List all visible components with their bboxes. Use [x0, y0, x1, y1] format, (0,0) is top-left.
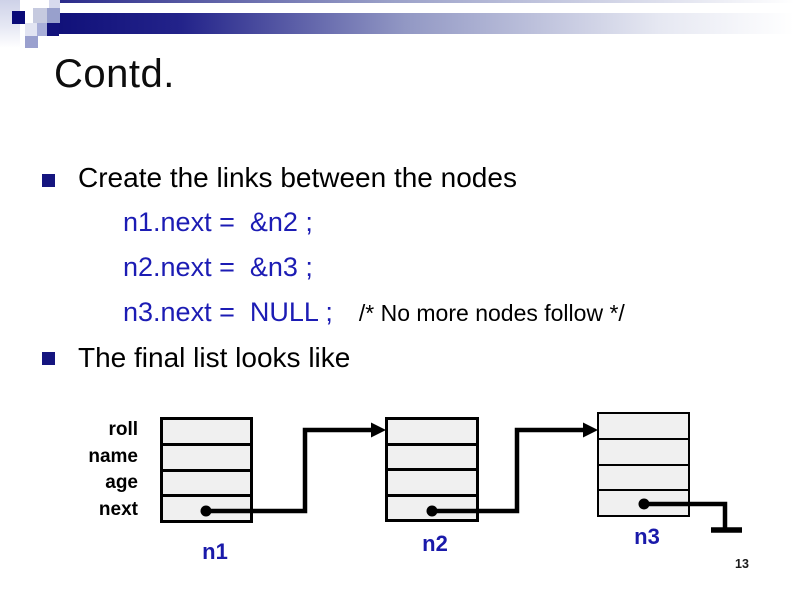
decor-left-strip [0, 0, 20, 48]
node-row [388, 445, 476, 471]
code-line-3-statement: n3.next = NULL ; [123, 297, 333, 327]
node-row [388, 420, 476, 446]
decor-square [25, 36, 38, 48]
code-comment: /* No more nodes follow */ [358, 300, 625, 326]
code-line-1: n1.next = &n2 ; [123, 207, 313, 237]
node-row [388, 496, 476, 519]
field-label-next: next [98, 498, 138, 520]
page-title: Contd. [54, 52, 175, 96]
node-label-n2: n2 [422, 531, 448, 556]
code-line-3: n3.next = NULL ; /* No more nodes follow … [123, 297, 625, 328]
node-row [163, 497, 250, 520]
bullet-text-2: The final list looks like [78, 342, 351, 373]
decor-square [49, 0, 60, 8]
node-row [163, 471, 250, 498]
bullet-square-icon [42, 174, 55, 187]
node-row [599, 465, 688, 492]
node-row [599, 439, 688, 466]
arrowhead-icon [583, 422, 598, 438]
decor-square [12, 11, 25, 24]
field-label-age: age [105, 472, 138, 494]
node-row [163, 445, 250, 472]
decor-square [33, 8, 47, 23]
node-row [599, 414, 688, 440]
node-box-n1 [160, 417, 253, 523]
decor-square [37, 23, 49, 36]
field-label-roll: roll [108, 419, 138, 441]
decor-header-bar [47, 13, 794, 34]
decor-top-line [57, 0, 794, 3]
node-row [388, 471, 476, 497]
node-label-n1: n1 [202, 539, 228, 564]
node-row [163, 420, 250, 446]
decor-square [25, 23, 37, 36]
bullet-square-icon [42, 352, 55, 365]
field-label-name: name [88, 445, 138, 467]
arrowhead-icon [371, 422, 386, 438]
field-labels: roll name age next [75, 417, 138, 523]
decor-square [47, 23, 59, 36]
page-number: 13 [735, 557, 749, 571]
decor-square [47, 8, 60, 23]
node-row [599, 491, 688, 515]
node-label-n3: n3 [634, 524, 660, 549]
node-box-n3 [597, 412, 690, 517]
code-line-2: n2.next = &n3 ; [123, 252, 313, 282]
node-box-n2 [385, 417, 479, 522]
bullet-text-1: Create the links between the nodes [78, 162, 517, 193]
